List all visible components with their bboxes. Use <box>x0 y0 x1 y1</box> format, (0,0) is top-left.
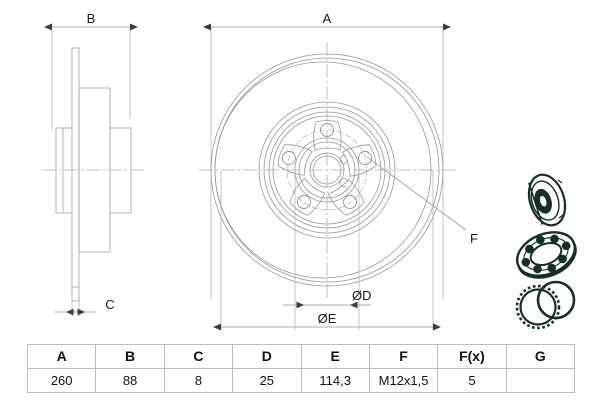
vent-window-group <box>277 120 377 216</box>
dim-b-extension-lines <box>51 30 131 130</box>
table-header-f: F <box>368 344 439 369</box>
table-value-f: M12x1,5 <box>368 368 439 393</box>
table-header-g: G <box>505 344 576 369</box>
specification-table: A B C D E F F(x) G 260 88 8 25 114,3 M12… <box>26 344 576 393</box>
vent-window <box>341 144 377 177</box>
hub-detail-marks <box>339 155 349 187</box>
vent-window <box>289 177 326 216</box>
table-value-fx: 5 <box>437 368 507 393</box>
vent-window <box>313 120 342 151</box>
dim-d-label: ØD <box>352 288 372 303</box>
table-value-d: 25 <box>232 368 302 393</box>
illustration-wheel-bearing <box>515 231 577 279</box>
table-value-g <box>505 368 576 393</box>
hub-flange-profile <box>55 127 72 214</box>
circlip-ring <box>536 280 576 320</box>
dim-e-label: ØE <box>318 311 337 326</box>
leader-f-label: F <box>470 231 478 246</box>
dim-b-label: B <box>87 11 96 26</box>
table-header-a: A <box>26 344 97 369</box>
table-header-d: D <box>232 344 302 369</box>
bolt-hole <box>358 151 372 165</box>
side-section-view <box>42 23 146 316</box>
vent-window <box>277 144 313 176</box>
dim-de-extension-lines <box>220 170 434 330</box>
front-view <box>199 23 467 331</box>
dim-c-label: C <box>105 297 114 312</box>
dim-d-arrow-right <box>350 301 358 309</box>
table-value-b: 88 <box>95 368 165 393</box>
abs-toothed-ring <box>515 284 561 330</box>
hub-body-profile <box>78 87 132 253</box>
dim-d-arrow-left <box>296 301 304 309</box>
disc-plate-profile <box>71 47 80 302</box>
leader-f <box>366 156 467 231</box>
dim-a-label: A <box>323 11 332 26</box>
table-value-c: 8 <box>163 368 234 393</box>
table-value-row: 260 88 8 25 114,3 M12x1,5 5 <box>26 368 576 393</box>
bolt-hole <box>282 151 296 165</box>
table-header-e: E <box>300 344 370 369</box>
illustration-abs-ring <box>515 280 576 330</box>
table-header-b: B <box>95 344 165 369</box>
table-value-e: 114,3 <box>300 368 370 393</box>
dim-c-arrow-right <box>77 308 85 316</box>
bolt-hole <box>297 195 311 209</box>
vent-window <box>327 178 365 216</box>
table-header-fx: F(x) <box>437 344 507 369</box>
dim-c-arrow-left <box>66 308 74 316</box>
illustration-brake-disc <box>527 173 567 227</box>
table-header-c: C <box>163 344 234 369</box>
table-value-a: 260 <box>26 368 97 393</box>
bearing-balls <box>521 234 571 274</box>
table-header-row: A B C D E F F(x) G <box>26 344 576 369</box>
bolt-hole <box>343 195 357 209</box>
